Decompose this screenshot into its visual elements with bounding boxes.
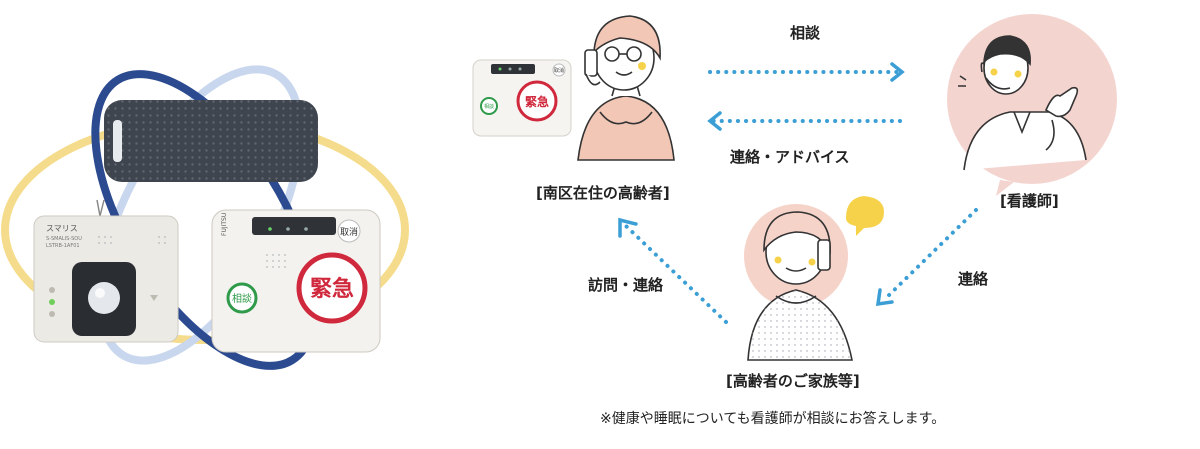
small-emergency-text: 緊急 — [525, 94, 549, 109]
arrow-contact-label: 連絡 — [958, 270, 989, 288]
elderly-person-illustration — [577, 15, 675, 161]
arrows-group — [618, 62, 978, 324]
arrow-visit-contact-label: 訪問・連絡 — [588, 276, 664, 294]
speech-bubble-icon — [846, 196, 884, 236]
sensor-model-text: S-SMALIS-SOU — [46, 236, 82, 242]
bed-sensor-mat — [104, 100, 318, 182]
arrow-contact-advice-label: 連絡・アドバイス — [730, 148, 850, 166]
family-label: [高齢者のご家族等] — [726, 372, 860, 390]
small-call-panel: 取消 相談 緊急 — [472, 59, 572, 137]
room-sensor-device: スマリス S-SMALIS-SOU LSTRB-1AF01 — [33, 199, 179, 343]
call-panel-device: FUJITSU 取消 相談 緊急 — [211, 209, 381, 353]
panel-brand-text: FUJITSU — [221, 213, 228, 236]
sensor-model-sub-text: LSTRB-1AF01 — [46, 243, 80, 249]
panel-consult-text: 相談 — [232, 292, 252, 305]
nurse-label: [看護師] — [1000, 192, 1059, 210]
arrow-contact — [882, 208, 978, 302]
elderly-label: [南区在住の高齢者] — [536, 184, 670, 202]
family-illustration — [744, 196, 884, 361]
arrow-visit-contact — [624, 224, 728, 324]
footnote-text: ※健康や睡眠についても看護師が相談にお答えします。 — [600, 411, 946, 427]
panel-cancel-text: 取消 — [340, 226, 358, 238]
sensor-brand-text: スマリス — [46, 224, 78, 233]
small-cancel-text: 取消 — [554, 67, 564, 74]
nurse-illustration — [947, 14, 1117, 196]
panel-emergency-text: 緊急 — [310, 276, 354, 302]
arrow-consult-label: 相談 — [790, 24, 821, 42]
small-consult-text: 相談 — [484, 103, 494, 110]
